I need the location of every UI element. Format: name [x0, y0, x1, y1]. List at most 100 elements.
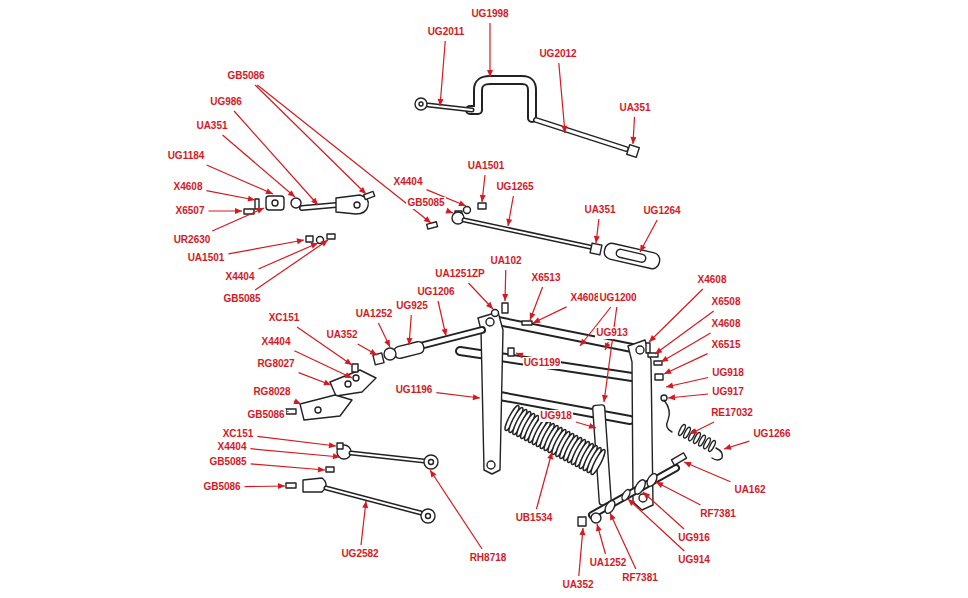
leader-line — [212, 208, 264, 231]
callout-number: X4404 — [393, 176, 424, 188]
callout-number: UA351 — [583, 204, 616, 216]
leader-arrowhead — [384, 339, 390, 347]
callout-number: UG1200 — [598, 292, 637, 304]
leader-arrowhead — [265, 188, 273, 194]
callout-number: UR2630 — [173, 234, 212, 246]
leader-arrowhead — [533, 317, 541, 323]
leader-arrowhead — [288, 190, 295, 197]
callout-number: X4608 — [570, 292, 601, 304]
callout-number: X4404 — [217, 441, 248, 453]
leader-arrowhead — [438, 99, 444, 106]
leader-line — [597, 524, 605, 554]
leader-arrowhead — [596, 524, 602, 532]
leader-arrowhead — [256, 208, 264, 214]
callout-number: GB5085 — [208, 456, 247, 468]
leader-arrowhead — [684, 462, 692, 468]
callout-number: RG8027 — [256, 358, 295, 370]
callout-number: X6513 — [531, 272, 562, 284]
callout-number: UG1206 — [416, 286, 455, 298]
callout-number: X6508 — [711, 296, 742, 308]
leader-arrowhead — [311, 198, 318, 205]
callout-number: GB5085 — [406, 197, 445, 209]
leader-arrowhead — [655, 347, 662, 354]
callout-number: UG2012 — [538, 48, 577, 60]
callout-number: UG1264 — [642, 205, 681, 217]
leader-arrowhead — [506, 219, 512, 226]
callout-number: UA351 — [618, 102, 651, 114]
leader-line — [234, 111, 318, 205]
leader-arrowhead — [333, 453, 340, 459]
leader-arrowhead — [628, 499, 635, 506]
leader-arrowhead — [344, 372, 352, 378]
leader-line — [251, 464, 325, 470]
leader-line — [468, 283, 493, 309]
leader-arrowhead — [480, 195, 486, 202]
callout-number: X4404 — [261, 336, 292, 348]
leader-line — [257, 436, 336, 446]
leader-line — [430, 470, 482, 549]
leader-line — [576, 422, 596, 428]
leader-line — [536, 452, 552, 509]
callout-number: UG1184 — [167, 150, 206, 162]
callout-number: GB5086 — [202, 481, 241, 493]
callout-number: UA1501 — [187, 252, 226, 264]
leader-line — [559, 63, 565, 133]
leader-arrowhead — [690, 428, 698, 434]
leader-arrowhead — [345, 359, 352, 365]
callout-number: X4608 — [697, 274, 728, 286]
leader-arrowhead — [278, 483, 285, 489]
leader-line — [643, 492, 684, 529]
leader-line — [640, 220, 657, 252]
leader-line — [207, 165, 273, 194]
leader-arrowhead — [640, 244, 646, 252]
leader-arrowhead — [643, 492, 650, 499]
callout-number: X4608 — [711, 318, 742, 330]
callout-number: X6515 — [711, 339, 742, 351]
leader-line — [690, 422, 714, 434]
callout-number: UA1252 — [589, 557, 628, 569]
callout-number: RF7381 — [699, 508, 737, 520]
callout-number: GB5086 — [226, 70, 265, 82]
callout-number: UG918 — [711, 367, 745, 379]
leader-line — [628, 499, 684, 551]
leader-arrowhead — [369, 349, 377, 355]
leader-arrowhead — [610, 513, 616, 521]
leader-arrowhead — [329, 442, 336, 448]
callout-number: UG1199 — [523, 357, 562, 369]
callout-number: X6507 — [175, 205, 206, 217]
leader-arrowhead — [579, 528, 585, 535]
leader-arrowhead — [487, 70, 493, 77]
leader-arrowhead — [297, 238, 304, 244]
leader-arrowhead — [321, 240, 328, 246]
callout-number: UA1501 — [467, 160, 506, 172]
leader-line — [604, 307, 617, 402]
leader-arrowhead — [668, 394, 675, 400]
leader-arrowhead — [248, 196, 255, 202]
callout-number: GB5085 — [222, 293, 261, 305]
leader-arrowhead — [602, 395, 608, 402]
callout-number: UG1266 — [752, 428, 791, 440]
leader-arrowhead — [293, 399, 301, 405]
callout-number: UG1998 — [470, 8, 509, 20]
callout-number: RG8028 — [252, 386, 291, 398]
leader-arrowhead — [580, 339, 587, 346]
leader-line — [257, 85, 431, 223]
leader-arrowhead — [530, 312, 536, 320]
leader-line — [378, 323, 390, 347]
callout-number: RF7381 — [621, 572, 659, 584]
callout-number: UG1196 — [395, 384, 434, 396]
leader-arrowhead — [458, 201, 466, 207]
callout-number: UA352 — [561, 579, 594, 591]
callout-number: UG918 — [539, 410, 573, 422]
leader-arrowhead — [424, 216, 431, 223]
callout-number: UG914 — [677, 554, 711, 566]
leader-arrowhead — [235, 208, 242, 214]
callout-number: UA1252 — [355, 308, 394, 320]
leader-line — [440, 41, 445, 106]
leader-arrowhead — [442, 329, 448, 336]
leader-line — [299, 373, 331, 385]
leader-line — [579, 528, 583, 576]
spring-coil — [589, 448, 607, 476]
